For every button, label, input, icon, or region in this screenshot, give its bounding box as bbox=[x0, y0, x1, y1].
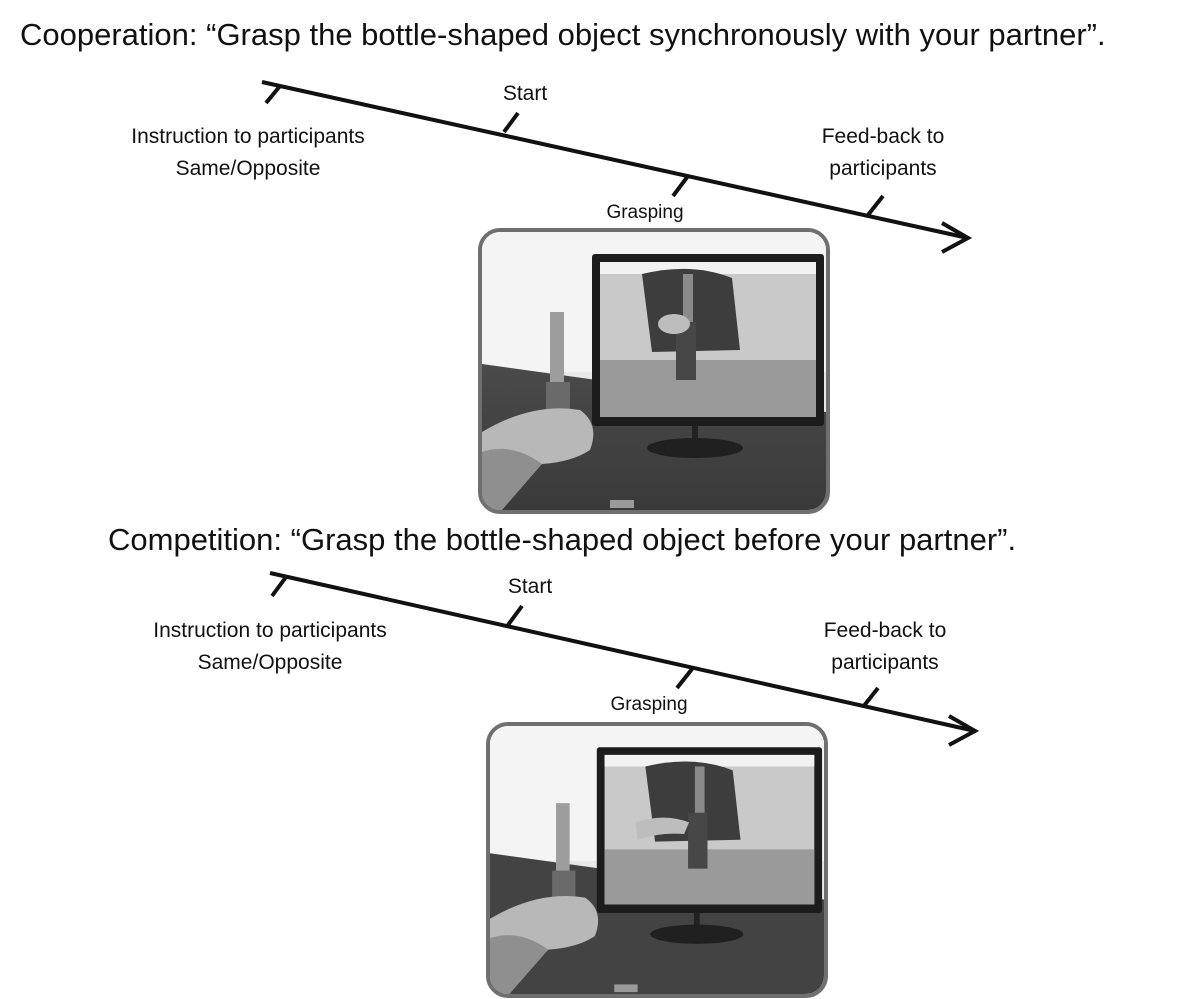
tick-start bbox=[502, 111, 520, 134]
tick-instruction bbox=[270, 575, 288, 598]
instruction-label: Instruction to participants Same/Opposit… bbox=[104, 121, 392, 185]
feedback-label: Feed-back to participants bbox=[790, 121, 976, 185]
grasping-label: Grasping bbox=[606, 202, 684, 223]
scene-photo bbox=[486, 722, 828, 998]
scene-illustration bbox=[490, 726, 824, 994]
cooperation-heading: Cooperation: “Grasp the bottle-shaped ob… bbox=[20, 17, 1106, 52]
partner-bottle bbox=[688, 812, 708, 869]
partner-bottle bbox=[676, 322, 696, 380]
feedback-line-1: Feed-back to bbox=[823, 619, 947, 642]
competition-panel: Competition: “Grasp the bottle-shaped ob… bbox=[0, 520, 1200, 999]
instruction-line-1: Instruction to participants bbox=[131, 125, 365, 148]
cooperation-timeline bbox=[261, 80, 973, 254]
tick-feedback bbox=[866, 194, 885, 217]
feedback-label: Feed-back to participants bbox=[792, 615, 978, 679]
start-label: Start bbox=[507, 575, 553, 598]
competition-timeline bbox=[269, 571, 980, 747]
arrow-head-icon bbox=[948, 714, 980, 747]
feedback-line-2: participants bbox=[829, 157, 937, 180]
timeline-axis bbox=[269, 571, 976, 733]
tick-grasping bbox=[675, 667, 694, 690]
monitor-stand bbox=[647, 438, 743, 458]
start-label: Start bbox=[502, 82, 548, 105]
instruction-line-2: Same/Opposite bbox=[197, 651, 343, 674]
feedback-line-2: participants bbox=[831, 651, 939, 674]
instruction-line-1: Instruction to participants bbox=[153, 619, 387, 642]
competition-heading: Competition: “Grasp the bottle-shaped ob… bbox=[108, 522, 1017, 557]
tick-start bbox=[506, 604, 524, 627]
tick-grasping bbox=[671, 174, 690, 198]
cooperation-panel: Cooperation: “Grasp the bottle-shaped ob… bbox=[20, 17, 1106, 514]
scene-photo bbox=[478, 228, 830, 514]
tick-feedback bbox=[861, 686, 880, 709]
instruction-label: Instruction to participants Same/Opposit… bbox=[124, 615, 416, 679]
timeline-axis bbox=[261, 80, 969, 240]
bottle-rod bbox=[550, 312, 564, 387]
tick-instruction bbox=[264, 84, 282, 105]
instruction-line-2: Same/Opposite bbox=[175, 157, 321, 180]
arrow-head-icon bbox=[941, 221, 973, 254]
bottle-rod bbox=[556, 803, 570, 876]
feedback-line-1: Feed-back to bbox=[821, 125, 945, 148]
grasping-label: Grasping bbox=[610, 694, 688, 715]
scene-illustration bbox=[482, 232, 826, 510]
monitor-stand bbox=[650, 924, 744, 944]
